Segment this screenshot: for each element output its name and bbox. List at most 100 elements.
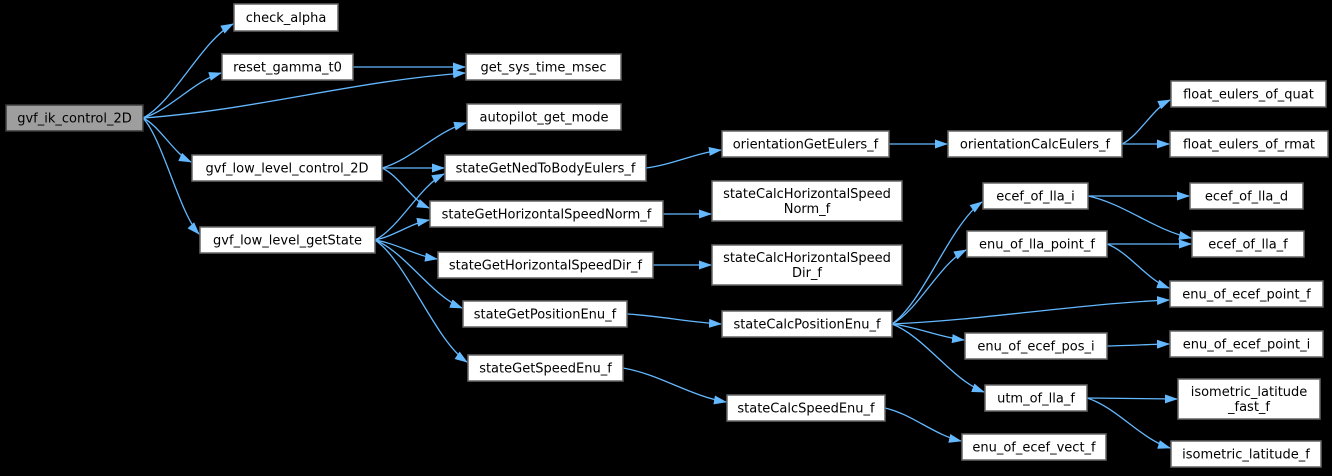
node-label: isometric_latitude_fast_f — [1191, 385, 1308, 415]
node-box — [711, 244, 903, 286]
node-stateCalcSpeedEnu_f[interactable]: stateCalcSpeedEnu_f — [726, 394, 886, 422]
node-box — [465, 53, 622, 81]
edge-stateGetPositionEnu_f-to-stateCalcPositionEnu_f — [626, 313, 722, 328]
node-float_eulers_of_rmat[interactable]: float_eulers_of_rmat — [1169, 130, 1329, 158]
node-box — [961, 433, 1107, 461]
node-box — [984, 384, 1088, 412]
node-label: autopilot_get_mode — [480, 111, 609, 126]
node-enu_of_ecef_point_i[interactable]: enu_of_ecef_point_i — [1169, 330, 1324, 358]
node-label: isometric_latitude_f — [1182, 448, 1310, 463]
node-get_sys_time_msec[interactable]: get_sys_time_msec — [465, 53, 622, 81]
node-label: enu_of_ecef_pos_i — [977, 340, 1094, 355]
node-label: stateGetSpeedEnu_f — [479, 362, 612, 377]
node-box — [721, 130, 890, 158]
node-label: enu_of_lla_point_f — [979, 238, 1095, 253]
node-box — [5, 104, 144, 132]
edge-stateGetSpeedEnu_f-to-stateCalcSpeedEnu_f — [622, 367, 727, 405]
node-label: check_alpha — [246, 11, 327, 26]
edge-enu_of_lla_point_f-to-enu_of_ecef_point_f — [1106, 243, 1170, 289]
node-label: stateCalcPositionEnu_f — [733, 318, 881, 333]
node-box — [721, 310, 893, 338]
node-isometric_latitude_f[interactable]: isometric_latitude_f — [1170, 440, 1322, 468]
edge-gvf_low_level_getState-to-stateGetHorizontalSpeedNorm_f — [374, 217, 430, 241]
node-label: gvf_ik_control_2D — [17, 112, 132, 127]
node-stateGetSpeedEnu_f[interactable]: stateGetSpeedEnu_f — [467, 354, 624, 382]
node-enu_of_ecef_pos_i[interactable]: enu_of_ecef_pos_i — [964, 332, 1108, 360]
node-box — [444, 154, 647, 182]
node-box — [1169, 330, 1324, 358]
node-enu_of_ecef_point_f[interactable]: enu_of_ecef_point_f — [1169, 280, 1324, 308]
node-box — [221, 53, 354, 81]
node-label: stateGetNedToBodyEulers_f — [456, 162, 636, 177]
node-label: get_sys_time_msec — [480, 61, 606, 76]
node-stateGetHorizontalSpeedDir_f[interactable]: stateGetHorizontalSpeedDir_f — [437, 251, 654, 279]
edge-gvf_low_level_getState-to-stateGetSpeedEnu_f — [374, 239, 468, 363]
node-stateGetHorizontalSpeedNorm_f[interactable]: stateGetHorizontalSpeedNorm_f — [429, 200, 664, 228]
node-ecef_of_lla_d[interactable]: ecef_of_lla_d — [1189, 182, 1304, 210]
edges-layer — [142, 23, 1192, 449]
node-box — [437, 251, 654, 279]
node-box — [982, 182, 1089, 210]
node-box — [711, 180, 903, 222]
node-label: float_eulers_of_quat — [1183, 88, 1314, 103]
edge-stateCalcPositionEnu_f-to-enu_of_ecef_pos_i — [891, 323, 965, 344]
node-label: enu_of_ecef_point_f — [1182, 288, 1311, 303]
node-box — [1170, 80, 1327, 108]
node-ecef_of_lla_i[interactable]: ecef_of_lla_i — [982, 182, 1089, 210]
node-label: utm_of_lla_f — [997, 392, 1075, 407]
node-box — [1170, 440, 1322, 468]
edge-ecef_of_lla_i-to-ecef_of_lla_f — [1087, 195, 1192, 240]
edge-gvf_low_level_control_2D-to-autopilot_get_mode — [381, 121, 467, 169]
node-box — [462, 300, 628, 328]
node-label: stateCalcSpeedEnu_f — [737, 402, 875, 417]
edge-gvf_ik_control_2D-to-get_sys_time_msec — [142, 69, 466, 119]
node-gvf_low_level_control_2D[interactable]: gvf_low_level_control_2D — [191, 154, 383, 182]
node-box — [966, 230, 1108, 258]
node-label: orientationGetEulers_f — [733, 138, 879, 153]
node-box — [1177, 378, 1321, 420]
node-check_alpha[interactable]: check_alpha — [233, 3, 339, 32]
node-isometric_latitude_fast_f[interactable]: isometric_latitude_fast_f — [1177, 378, 1321, 420]
node-box — [1169, 280, 1324, 308]
node-gvf_low_level_getState[interactable]: gvf_low_level_getState — [199, 226, 376, 254]
node-autopilot_get_mode[interactable]: autopilot_get_mode — [466, 103, 622, 131]
edge-gvf_ik_control_2D-to-check_alpha — [142, 23, 234, 119]
node-float_eulers_of_quat[interactable]: float_eulers_of_quat — [1170, 80, 1327, 108]
node-box — [467, 354, 624, 382]
edge-gvf_low_level_getState-to-stateGetHorizontalSpeedDir_f — [374, 239, 438, 262]
node-stateGetPositionEnu_f[interactable]: stateGetPositionEnu_f — [462, 300, 628, 328]
node-enu_of_ecef_vect_f[interactable]: enu_of_ecef_vect_f — [961, 433, 1107, 461]
edge-utm_of_lla_f-to-isometric_latitude_f — [1086, 397, 1171, 449]
node-stateCalcPositionEnu_f[interactable]: stateCalcPositionEnu_f — [721, 310, 893, 338]
node-label: enu_of_ecef_vect_f — [972, 441, 1096, 456]
edge-gvf_ik_control_2D-to-gvf_low_level_getState — [142, 117, 200, 235]
edge-gvf_low_level_getState-to-stateGetNedToBodyEulers_f — [374, 173, 445, 241]
edge-stateCalcPositionEnu_f-to-utm_of_lla_f — [891, 323, 985, 393]
node-utm_of_lla_f[interactable]: utm_of_lla_f — [984, 384, 1088, 412]
edge-enu_of_ecef_pos_i-to-enu_of_ecef_point_i — [1106, 339, 1170, 349]
node-enu_of_lla_point_f[interactable]: enu_of_lla_point_f — [966, 230, 1108, 258]
node-reset_gamma_t0[interactable]: reset_gamma_t0 — [221, 53, 354, 81]
node-box — [726, 394, 886, 422]
node-stateGetNedToBodyEulers_f[interactable]: stateGetNedToBodyEulers_f — [444, 154, 647, 182]
node-box — [947, 130, 1123, 158]
node-label: stateGetHorizontalSpeedDir_f — [449, 259, 643, 274]
node-ecef_of_lla_f[interactable]: ecef_of_lla_f — [1191, 230, 1305, 258]
node-box — [429, 200, 664, 228]
node-box — [1169, 130, 1329, 158]
node-label: gvf_low_level_control_2D — [206, 162, 369, 177]
node-box — [466, 103, 622, 131]
edge-stateGetNedToBodyEulers_f-to-orientationGetEulers_f — [645, 147, 722, 169]
node-label: reset_gamma_t0 — [233, 61, 342, 76]
node-orientationGetEulers_f[interactable]: orientationGetEulers_f — [721, 130, 890, 158]
node-box — [191, 154, 383, 182]
node-gvf_ik_control_2D: gvf_ik_control_2D — [5, 104, 144, 132]
node-box — [233, 3, 339, 32]
node-orientationCalcEulers_f[interactable]: orientationCalcEulers_f — [947, 130, 1123, 158]
node-label: orientationCalcEulers_f — [960, 138, 1111, 153]
node-label: ecef_of_lla_i — [996, 190, 1075, 205]
